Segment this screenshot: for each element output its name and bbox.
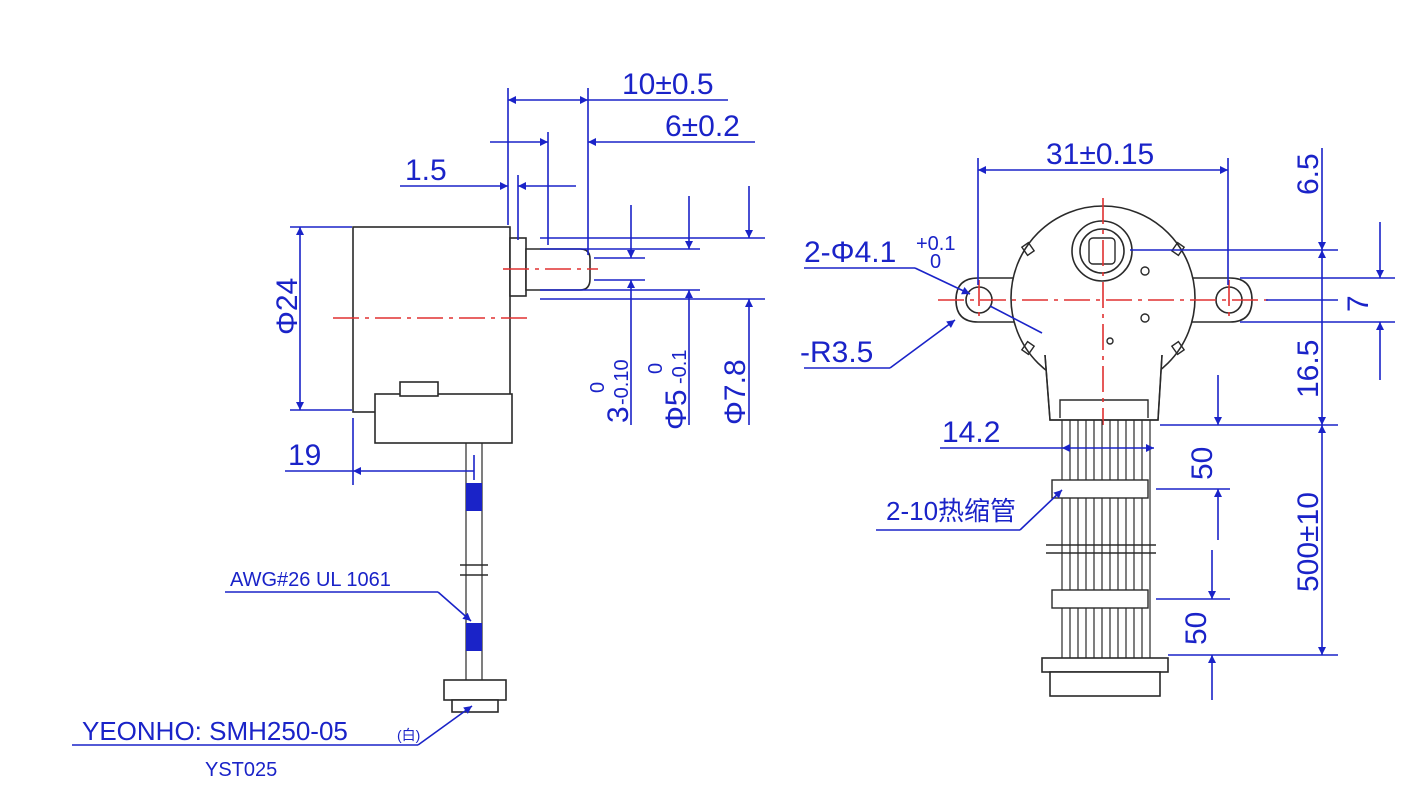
heat-shrink-top xyxy=(1051,479,1149,499)
dim-sleeve-gap-bottom: 50 xyxy=(1180,612,1213,645)
dim-holes-tol-upper: +0.1 xyxy=(916,233,955,255)
dim-radius: -R3.5 xyxy=(800,336,873,369)
wire-housing xyxy=(374,393,513,444)
connector-note: (白) xyxy=(397,727,420,743)
wire-band-1 xyxy=(466,483,482,511)
dim-shaft-diameter: Φ5 xyxy=(660,389,693,430)
dim-flat-tol-upper: 0 xyxy=(587,382,609,393)
lead-wires xyxy=(1061,420,1151,658)
dim-top: 6.5 xyxy=(1292,153,1325,195)
dim-length: 10±0.5 xyxy=(622,68,714,101)
wire-band-2 xyxy=(466,623,482,651)
dim-mount-spacing: 31±0.15 xyxy=(1046,138,1154,171)
dim-cable-width: 14.2 xyxy=(942,416,1000,449)
connector-alt: YST025 xyxy=(205,759,277,781)
dim-holes: 2-Φ4.1 xyxy=(804,236,896,269)
dim-body: 16.5 xyxy=(1292,340,1325,398)
connector-front xyxy=(1041,657,1169,673)
side-view: 10±0.5 6±0.2 1.5 Φ24 19 xyxy=(72,68,765,781)
dim-sleeve-gap-top: 50 xyxy=(1186,447,1219,480)
dim-holes-tol-lower: 0 xyxy=(930,251,941,273)
front-view: 31±0.15 2-Φ4.1 +0.1 0 -R3.5 6.5 7 16.5 5… xyxy=(800,138,1395,700)
connector-model: YEONHO: SMH250-05 xyxy=(82,716,348,746)
connector-body xyxy=(443,679,507,701)
dim-flat-tol-lower: -0.10 xyxy=(611,359,633,405)
heat-shrink-bottom xyxy=(1051,589,1149,609)
wire-spec: AWG#26 UL 1061 xyxy=(230,569,391,591)
connector-label: YEONHO: SMH250-05 xyxy=(82,716,348,746)
dim-shaft-tol-lower: -0.1 xyxy=(669,350,691,384)
dim-body-diameter: Φ24 xyxy=(271,278,304,335)
dim-ear: 7 xyxy=(1342,295,1375,312)
dim-flange: 1.5 xyxy=(405,154,447,187)
dim-boss-diameter: Φ7.8 xyxy=(719,359,752,425)
dim-shaft: 6±0.2 xyxy=(665,110,740,143)
dim-sleeve: 2-10热缩管 xyxy=(886,496,1016,526)
motor-body-side xyxy=(352,226,511,413)
housing-tab xyxy=(399,381,439,397)
dim-offset: 19 xyxy=(288,439,321,472)
dim-lead-length: 500±10 xyxy=(1292,492,1325,592)
dim-shaft-tol-upper: 0 xyxy=(645,363,667,374)
flange-plate xyxy=(509,237,527,297)
dim-flat: 3 xyxy=(602,406,635,423)
